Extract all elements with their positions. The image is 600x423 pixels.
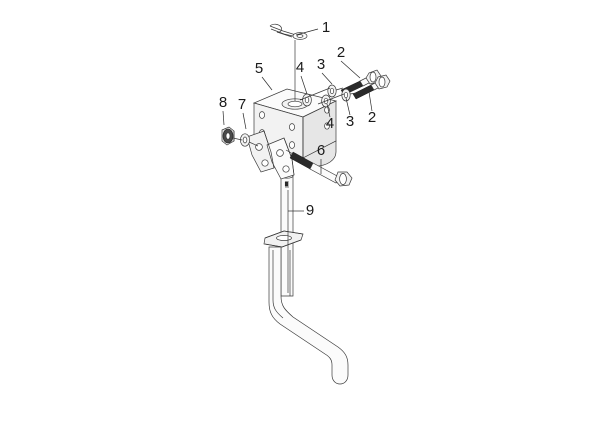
leader-line-flat-washer — [345, 97, 351, 116]
leader-line-washer — [242, 112, 247, 130]
callout-number-lock-washer: 4 — [326, 115, 334, 132]
callout-number-flat-washer: 3 — [317, 56, 325, 73]
callout-number-hex-nut: 8 — [219, 94, 227, 111]
callout-number-bracket-housing: 5 — [255, 60, 263, 77]
leader-line-flat-washer — [321, 72, 333, 85]
assembly-construction-lines — [299, 87, 357, 105]
callout-leader-lines — [222, 28, 373, 212]
callout-number-hex-bolt: 2 — [368, 109, 376, 126]
part-5-bracket-housing — [246, 88, 338, 180]
leader-line-hex-nut — [222, 110, 225, 126]
callout-number-shift-rod-handle: 9 — [306, 202, 314, 219]
callout-number-cotter-pin: 1 — [322, 19, 330, 36]
part-2-hex-bolt-lower — [352, 74, 391, 100]
part-9-shift-rod-handle — [263, 173, 349, 385]
callout-number-flat-washer: 3 — [346, 113, 354, 130]
leader-line-bracket-housing — [261, 76, 273, 91]
leader-line-lock-washer — [326, 103, 331, 118]
part-1-cotter-pin — [269, 23, 308, 101]
leader-line-hex-bolt — [340, 60, 361, 79]
part-3-flat-washer-upper — [327, 84, 337, 98]
part-7-washer — [240, 133, 250, 147]
callout-number-long-hex-bolt: 6 — [317, 142, 325, 159]
callout-number-lock-washer: 4 — [296, 59, 304, 76]
callout-number-hex-bolt: 2 — [337, 44, 345, 61]
leader-line-lock-washer — [300, 75, 308, 95]
callout-number-washer: 7 — [238, 96, 246, 113]
nut-washer-axis-line — [232, 137, 259, 147]
part-6-long-hex-bolt — [285, 149, 353, 187]
part-8-hex-nut — [221, 126, 235, 146]
leader-line-hex-bolt — [368, 91, 373, 112]
leader-line-cotter-pin — [295, 28, 319, 36]
